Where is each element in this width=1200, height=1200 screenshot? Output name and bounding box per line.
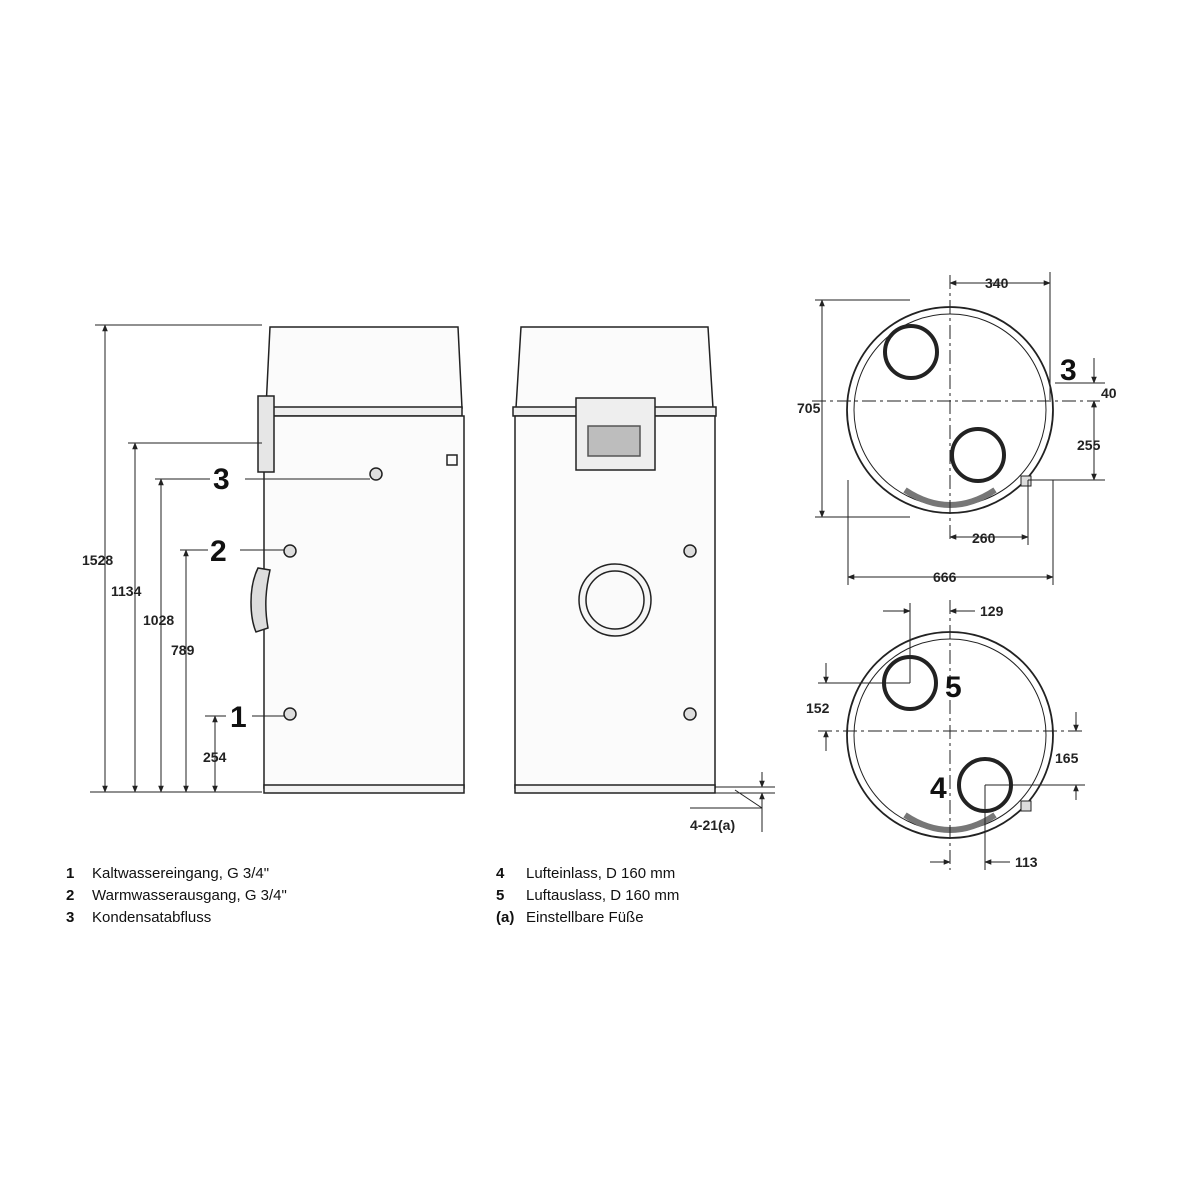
legend-text: Warmwasserausgang, G 3/4" [92, 886, 287, 904]
control-panel-display [587, 425, 641, 457]
legend-key: 5 [496, 886, 505, 904]
legend-text: Lufteinlass, D 160 mm [526, 864, 676, 882]
side-view-handle [250, 567, 271, 633]
front-view-bolt-lower [683, 707, 697, 721]
legend-item-a: (a) Einstellbare Füße [496, 906, 679, 928]
side-view-dimension-lines [90, 324, 370, 793]
top-view-upper-drain [1020, 475, 1032, 487]
side-view-marker-2: 2 [210, 535, 227, 568]
side-view-port-1 [283, 707, 297, 721]
top-view-upper-marker-3: 3 [1060, 354, 1077, 387]
side-view-marker-1: 1 [230, 701, 247, 734]
top-view-lower-marker-4: 4 [930, 772, 947, 805]
top-view-upper-dimension-lines [812, 272, 1105, 585]
dimension-129: 129 [980, 603, 1004, 619]
legend-text: Kondensatabfluss [92, 908, 212, 926]
front-view-air-port-inner [585, 570, 645, 630]
legend-key: 4 [496, 864, 505, 882]
side-view-port-3 [369, 467, 383, 481]
side-view-collar [261, 406, 463, 417]
legend-item-1: 1 Kaltwassereingang, G 3/4" [66, 862, 287, 884]
top-view-lower-drain [1020, 800, 1032, 812]
side-view-top-cover [265, 326, 463, 409]
front-view-feet-dimension [690, 772, 775, 832]
legend-item-2: 2 Warmwasserausgang, G 3/4" [66, 884, 287, 906]
legend-key: (a) [496, 908, 515, 926]
dimension-113: 113 [1015, 854, 1038, 870]
side-view-marker-3: 3 [213, 463, 230, 496]
front-view [512, 326, 717, 794]
legend-item-4: 4 Lufteinlass, D 160 mm [496, 862, 679, 884]
top-view-lower-dimension-lines [818, 600, 1085, 870]
legend-right: 4 Lufteinlass, D 160 mm 5 Luftauslass, D… [496, 862, 679, 928]
top-view-upper-port-center [950, 427, 1006, 483]
feet-label: 4-21(a) [690, 817, 735, 833]
front-view-top-cover [515, 326, 714, 409]
front-view-base [514, 784, 716, 794]
legend-text: Luftauslass, D 160 mm [526, 886, 680, 904]
dimension-254: 254 [203, 749, 227, 765]
side-view-small-square [446, 454, 458, 466]
dimension-1134: 1134 [111, 583, 142, 599]
legend-key: 1 [66, 864, 75, 882]
legend-key: 2 [66, 886, 75, 904]
legend-text: Kaltwassereingang, G 3/4" [92, 864, 270, 882]
legend-text: Einstellbare Füße [526, 908, 644, 926]
side-view-tank-body [263, 415, 465, 789]
legend-item-5: 5 Luftauslass, D 160 mm [496, 884, 679, 906]
dimension-1028: 1028 [143, 612, 174, 628]
top-view-lower-marker-5: 5 [945, 671, 962, 704]
legend-key: 3 [66, 908, 75, 926]
side-view [250, 326, 465, 794]
dimension-789: 789 [171, 642, 195, 658]
dimension-260: 260 [972, 530, 996, 546]
dimension-165: 165 [1055, 750, 1079, 766]
dimension-152: 152 [806, 700, 830, 716]
top-view-upper-port-upper-left [883, 324, 939, 380]
side-view-bracket [257, 395, 275, 473]
dimension-705: 705 [797, 400, 821, 416]
dimension-340: 340 [985, 275, 1009, 291]
dimension-255: 255 [1077, 437, 1101, 453]
dimension-1528: 1528 [82, 552, 113, 568]
dimension-40: 40 [1101, 385, 1117, 401]
side-view-base [263, 784, 465, 794]
side-view-port-2 [283, 544, 297, 558]
front-view-bolt-upper [683, 544, 697, 558]
legend-item-3: 3 Kondensatabfluss [66, 906, 287, 928]
legend-left: 1 Kaltwassereingang, G 3/4" 2 Warmwasser… [66, 862, 287, 928]
dimension-666: 666 [933, 569, 957, 585]
